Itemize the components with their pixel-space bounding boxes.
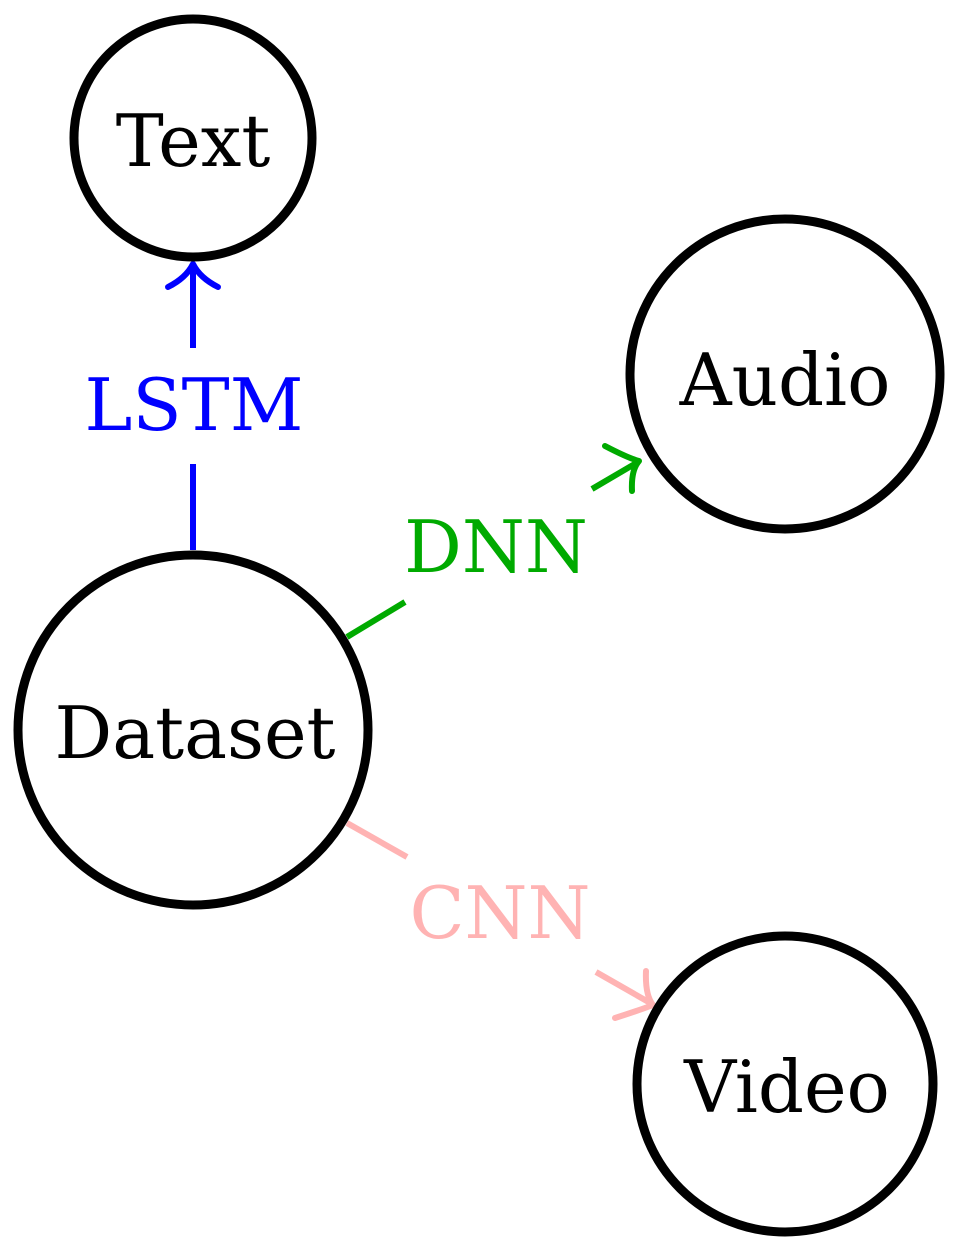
edge-cnn-line-lower bbox=[345, 820, 409, 860]
node-text-label: Text bbox=[116, 99, 271, 183]
edge-dnn: DNN bbox=[345, 443, 642, 640]
node-audio-label: Audio bbox=[679, 338, 891, 422]
node-dataset: Dataset bbox=[13, 550, 373, 910]
node-text: Text bbox=[69, 14, 317, 262]
edge-lstm-label: LSTM bbox=[85, 363, 304, 447]
node-dataset-label: Dataset bbox=[54, 691, 335, 775]
arrowhead-icon bbox=[602, 443, 642, 494]
edge-cnn-label: CNN bbox=[409, 871, 590, 955]
arrowhead-icon bbox=[612, 968, 656, 1021]
edge-dnn-label: DNN bbox=[404, 505, 588, 589]
edge-dnn-line-upper bbox=[590, 459, 640, 492]
edge-cnn-line-upper bbox=[594, 969, 654, 1007]
edge-lstm: LSTM bbox=[85, 261, 304, 550]
edge-dnn-line-lower bbox=[345, 599, 407, 640]
node-video: Video bbox=[632, 931, 938, 1237]
node-audio: Audio bbox=[625, 214, 945, 534]
node-video-label: Video bbox=[683, 1045, 890, 1129]
edge-cnn: CNN bbox=[345, 820, 656, 1021]
arrowhead-icon bbox=[165, 261, 221, 290]
